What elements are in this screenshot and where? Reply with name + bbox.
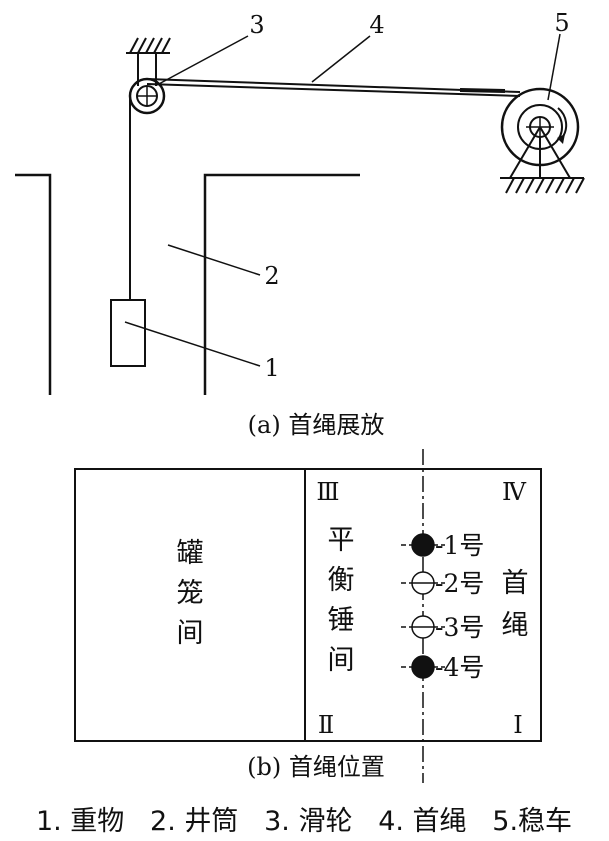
leader-3 bbox=[156, 35, 249, 86]
quadrant-3: Ⅲ bbox=[316, 478, 339, 506]
label-2: 2 bbox=[264, 262, 279, 290]
weight bbox=[110, 299, 146, 367]
rope-1-label: -1号 bbox=[435, 531, 484, 560]
shaft-outline bbox=[74, 468, 542, 742]
rope-4-marker bbox=[401, 655, 445, 679]
leader-5 bbox=[547, 33, 561, 101]
shaft-wall-right bbox=[203, 173, 360, 395]
label-3: 3 bbox=[249, 11, 264, 39]
figure-b bbox=[74, 449, 542, 783]
head-rope-char-2: 绳 bbox=[502, 610, 529, 641]
winch bbox=[500, 87, 580, 179]
figure-b-text: Ⅲ Ⅳ Ⅱ Ⅰ 罐 笼 间 平 衡 锤 间 -1号 -2号 -3号 -4号 首 … bbox=[177, 478, 529, 781]
caption-a: (a) 首绳展放 bbox=[248, 411, 385, 439]
quadrant-2: Ⅱ bbox=[318, 711, 334, 739]
cage-room-char-3: 间 bbox=[177, 618, 204, 649]
legend: 1. 重物 2. 井筒 3. 滑轮 4. 首绳 5.稳车 bbox=[36, 806, 572, 837]
ceiling-hatch bbox=[126, 37, 171, 54]
rope-3-label: -3号 bbox=[435, 613, 484, 642]
rope-2-label: -2号 bbox=[435, 569, 484, 598]
counterweight-room-char-1: 平 bbox=[328, 525, 355, 556]
quadrant-1: Ⅰ bbox=[513, 711, 522, 739]
rope-3-marker bbox=[401, 615, 445, 639]
rope-1-marker bbox=[401, 533, 445, 557]
counterweight-room-char-2: 衡 bbox=[328, 565, 355, 596]
shaft-wall-left bbox=[15, 173, 52, 395]
counterweight-room-char-3: 锤 bbox=[328, 605, 355, 636]
figure-a-labels: 3 4 5 2 1 bbox=[249, 9, 569, 382]
leader-4 bbox=[311, 35, 371, 83]
caption-b: (b) 首绳位置 bbox=[247, 753, 385, 781]
rope-2-marker bbox=[401, 571, 445, 595]
leader-1 bbox=[124, 321, 261, 367]
cage-room-char-2: 笼 bbox=[177, 578, 204, 609]
leader-2 bbox=[167, 244, 261, 276]
winch-ground-hatch bbox=[500, 177, 585, 194]
quadrant-4: Ⅳ bbox=[502, 478, 527, 506]
label-5: 5 bbox=[554, 9, 569, 37]
label-4: 4 bbox=[369, 11, 384, 39]
head-rope-char-1: 首 bbox=[502, 568, 529, 599]
figure-a bbox=[15, 33, 585, 395]
head-rope bbox=[146, 78, 521, 97]
cage-room-char-1: 罐 bbox=[177, 538, 204, 569]
counterweight-room-char-4: 间 bbox=[328, 645, 355, 676]
rope-4-label: -4号 bbox=[435, 653, 484, 682]
label-1: 1 bbox=[264, 354, 279, 382]
